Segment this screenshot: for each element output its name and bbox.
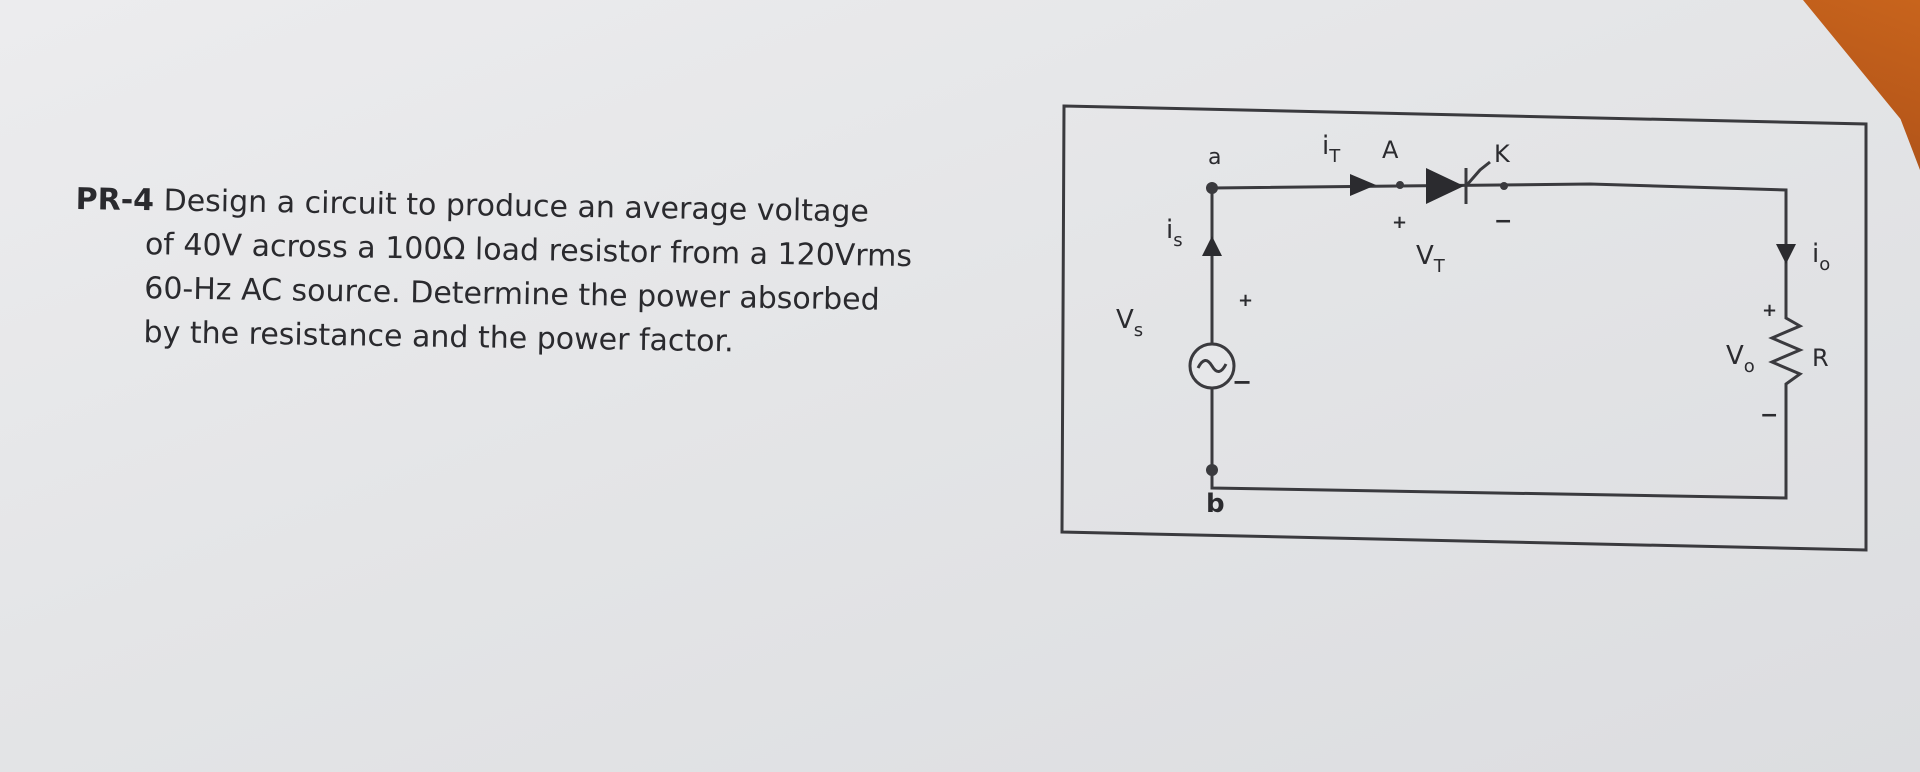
thyristor-plus: + bbox=[1392, 212, 1407, 233]
cathode-dot bbox=[1500, 182, 1508, 190]
thyristor-gate bbox=[1464, 160, 1491, 187]
node-b-dot bbox=[1206, 464, 1218, 476]
source-current-label: is bbox=[1166, 215, 1183, 251]
source-current-arrow bbox=[1202, 236, 1222, 256]
thyristor-current-arrow bbox=[1350, 174, 1376, 196]
load-current-label: io bbox=[1812, 239, 1830, 275]
problem-text-1: Design a circuit to produce an average v… bbox=[163, 183, 870, 230]
sine-icon bbox=[1196, 359, 1228, 373]
top-wire bbox=[1211, 182, 1788, 300]
source-minus: − bbox=[1232, 368, 1252, 396]
problem-statement: PR-4 Design a circuit to produce an aver… bbox=[73, 178, 1076, 370]
node-a-label: a bbox=[1208, 145, 1221, 170]
load-voltage-label: Vo bbox=[1726, 341, 1755, 377]
thyristor-current-label: iT bbox=[1322, 131, 1341, 167]
source-plus: + bbox=[1238, 290, 1253, 311]
return-wire bbox=[1210, 188, 1788, 500]
anode-dot bbox=[1396, 181, 1404, 189]
circuit-diagram: a b is Vs + − iT A K + − VT io + Vo − R bbox=[1060, 104, 1868, 552]
node-b-label: b bbox=[1206, 489, 1225, 519]
figure-frame bbox=[1060, 104, 1868, 552]
resistor-label: R bbox=[1812, 344, 1829, 372]
source-voltage-label: Vs bbox=[1116, 305, 1143, 341]
load-minus: − bbox=[1760, 403, 1778, 428]
thyristor-minus: − bbox=[1494, 209, 1512, 234]
resistor-symbol bbox=[1768, 300, 1804, 404]
node-a-dot bbox=[1206, 182, 1218, 194]
circuit-figure: a b is Vs + − iT A K + − VT io + Vo − R bbox=[1060, 104, 1870, 554]
cathode-label: K bbox=[1494, 140, 1511, 168]
anode-label: A bbox=[1382, 136, 1399, 164]
ac-source bbox=[1188, 342, 1236, 390]
load-current-arrow bbox=[1776, 244, 1796, 264]
thyristor-voltage-label: VT bbox=[1416, 241, 1446, 277]
thyristor-triangle bbox=[1426, 168, 1464, 204]
problem-label: PR-4 bbox=[75, 181, 155, 219]
load-plus: + bbox=[1762, 300, 1777, 321]
